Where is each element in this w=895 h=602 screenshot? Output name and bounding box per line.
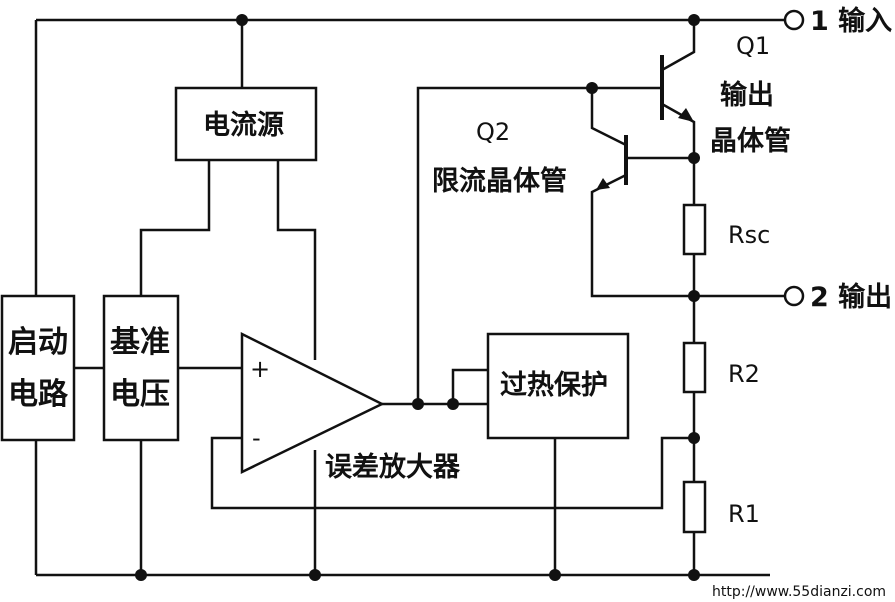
wire-q1-base-drive	[416, 86, 662, 404]
q1-name-label: Q1	[736, 32, 770, 60]
wire-current-source-to-amp	[276, 160, 317, 360]
q2-transistor	[596, 135, 628, 190]
thermal-protection-label: 过热保护	[500, 370, 608, 401]
r1-resistor	[682, 480, 707, 534]
q1-emitter-arrow	[678, 108, 694, 122]
current-source-block	[174, 86, 318, 162]
output-terminal-label: 2 输出	[810, 281, 892, 313]
junction-dots	[135, 14, 700, 581]
error-amplifier-label: 误差放大器	[325, 451, 461, 483]
opamp-minus-label: -	[252, 424, 261, 452]
r2-label: R2	[728, 360, 760, 388]
wire-q2-collector	[590, 88, 627, 147]
thermal-protection-block	[486, 332, 630, 440]
opamp-plus-label: +	[250, 355, 270, 383]
rsc-label: Rsc	[728, 221, 770, 249]
reference-voltage-block	[102, 294, 180, 442]
startup-circuit-block	[0, 294, 76, 442]
input-terminal-label: 1 输入	[810, 5, 892, 37]
wire-thermal-loop	[451, 368, 488, 404]
current-source-label: 电流源	[203, 110, 284, 141]
wire-feedback	[210, 436, 694, 510]
wire-current-source-to-ref	[139, 160, 211, 296]
reference-label-line1: 基准	[110, 325, 170, 360]
q2-desc-label: 限流晶体管	[432, 166, 567, 197]
q2-name-label: Q2	[476, 118, 510, 146]
reference-label-line2: 电压	[110, 377, 170, 412]
q1-transistor	[660, 55, 694, 122]
wire-q2-emitter	[590, 173, 694, 298]
r1-label: R1	[728, 500, 760, 528]
rsc-resistor	[682, 203, 707, 256]
startup-label-line1: 启动	[8, 325, 68, 360]
error-amplifier-symbol	[240, 331, 385, 474]
r2-resistor	[682, 341, 707, 394]
input-terminal	[783, 9, 805, 31]
output-terminal	[783, 285, 805, 307]
q2-emitter-arrow	[596, 178, 610, 190]
q1-desc-line1: 输出	[720, 79, 774, 111]
wire-q1-collector	[661, 20, 696, 72]
startup-label-line2: 电路	[8, 377, 69, 412]
watermark-text: http://www.55dianzi.com	[712, 584, 886, 600]
q1-desc-line2: 晶体管	[710, 126, 791, 157]
